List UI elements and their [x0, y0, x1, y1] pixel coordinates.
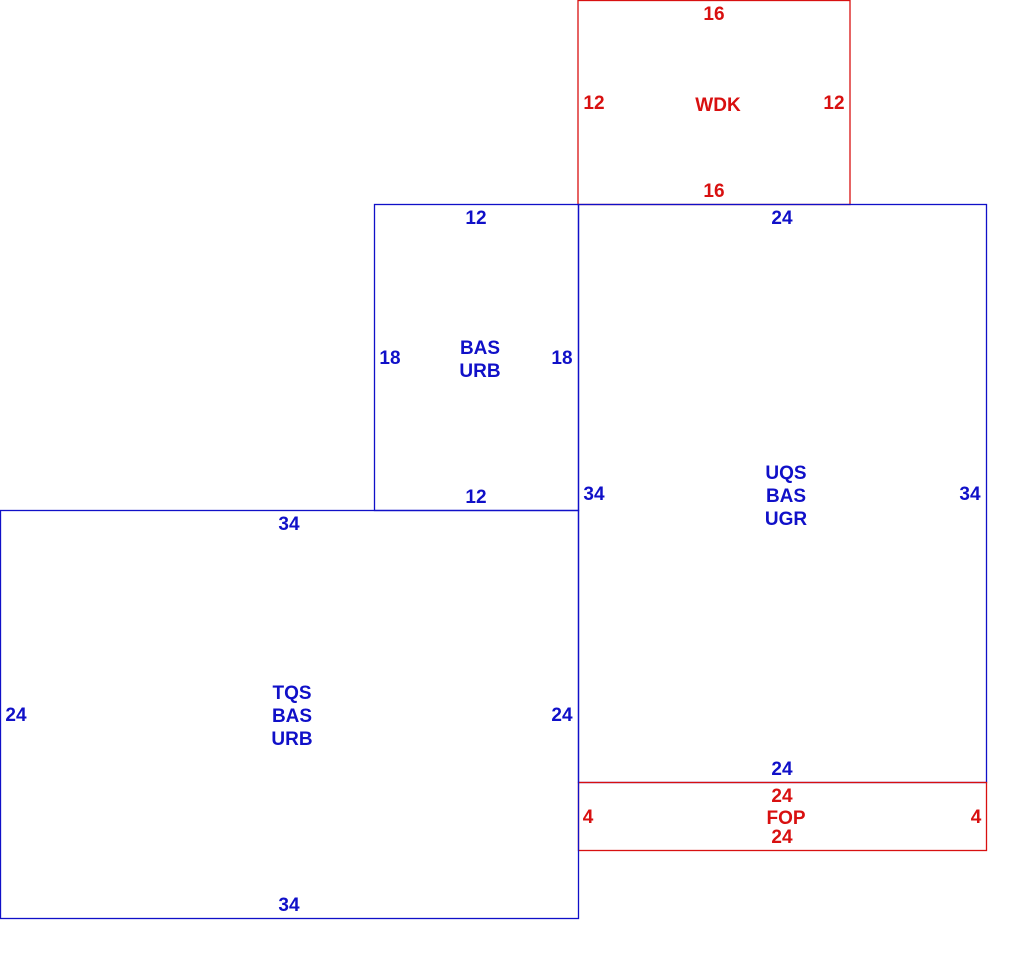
tqs-code-2: BAS — [272, 706, 312, 727]
main-bottom-dimension: 24 — [771, 759, 793, 780]
tqs-bottom-dimension: 34 — [278, 895, 300, 916]
area-main: 24 24 34 34 UQS BAS UGR — [577, 203, 988, 784]
bas-small-code-1: BAS — [460, 338, 500, 359]
wdk-top-dimension: 16 — [703, 4, 724, 25]
main-left-dimension: 34 — [583, 484, 605, 505]
tqs-code-1: TQS — [272, 683, 311, 704]
area-tqs-outline — [0, 509, 580, 920]
main-right-dimension: 34 — [959, 484, 981, 505]
bas-small-bottom-dimension: 12 — [465, 487, 486, 508]
tqs-left-dimension: 24 — [5, 705, 27, 726]
main-top-dimension: 24 — [771, 208, 793, 229]
wdk-bottom-dimension: 16 — [703, 181, 724, 202]
wdk-code: WDK — [695, 95, 741, 116]
tqs-code-3: URB — [271, 729, 312, 750]
area-tqs: 34 34 24 24 TQS BAS URB — [0, 509, 580, 920]
fop-bottom-dimension: 24 — [771, 827, 793, 848]
wdk-right-dimension: 12 — [823, 93, 844, 114]
bas-small-left-dimension: 18 — [379, 348, 400, 369]
main-code-3: UGR — [765, 509, 808, 530]
area-fop: 24 24 4 4 FOP — [577, 781, 988, 852]
fop-left-dimension: 4 — [583, 807, 594, 828]
fop-code: FOP — [766, 808, 805, 829]
main-code-2: BAS — [766, 486, 806, 507]
bas-small-top-dimension: 12 — [465, 208, 486, 229]
wdk-left-dimension: 12 — [583, 93, 604, 114]
tqs-right-dimension: 24 — [551, 705, 573, 726]
bas-small-code-2: URB — [459, 361, 500, 382]
fop-top-dimension: 24 — [771, 786, 793, 807]
main-code-1: UQS — [765, 463, 806, 484]
bas-small-right-dimension: 18 — [551, 348, 572, 369]
area-bas-small: 12 12 18 18 BAS URB — [373, 203, 580, 512]
fop-right-dimension: 4 — [971, 807, 982, 828]
tqs-top-dimension: 34 — [278, 514, 300, 535]
area-wdk: 16 16 12 12 WDK — [577, 0, 851, 206]
